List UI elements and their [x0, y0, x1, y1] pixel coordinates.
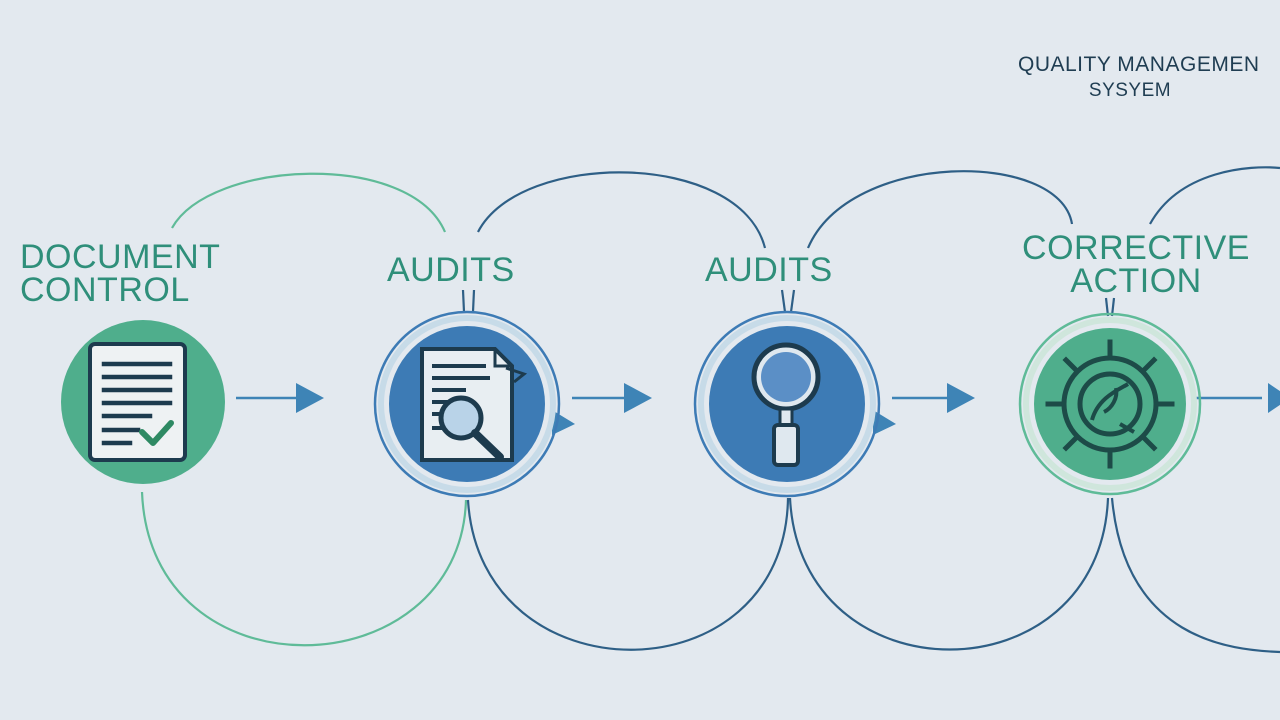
arrow-2: [572, 383, 652, 413]
arc-top-4: [1149, 166, 1280, 225]
arc-top-1: [171, 172, 447, 233]
diagram-title: QUALITY MANAGEMEN SYSYEM: [1016, 52, 1280, 104]
step-corrective-action: [1018, 312, 1202, 496]
arrow-1: [236, 383, 324, 413]
title-line-2: SYSYEM: [1088, 80, 1172, 101]
arc-top-3: [806, 170, 1074, 249]
tick-a1: [461, 289, 476, 313]
label-line: AUDITS: [387, 251, 515, 289]
step-audits-2: [693, 310, 881, 498]
arc-bottom-4: [1110, 497, 1280, 654]
step-outer-ring: [1018, 312, 1202, 496]
magnifier-icon: [751, 342, 821, 467]
step-outer-ring: [373, 310, 561, 498]
document-check-icon: [88, 342, 187, 462]
arc-top-2: [477, 171, 767, 249]
label-line: ACTION: [1070, 262, 1202, 300]
step-outer-ring: [693, 310, 881, 498]
label-line: AUDITS: [705, 251, 833, 289]
document-search-icon: [420, 347, 528, 462]
arc-bottom-1: [140, 491, 468, 647]
step-label-document-control: DOCUMENT CONTROL: [20, 238, 221, 309]
step-label-audits-1: AUDITS: [387, 251, 515, 289]
gear-icon: [1045, 339, 1175, 469]
step-audits-1: [373, 310, 561, 498]
connector-arcs: [140, 166, 1280, 654]
label-line: DOCUMENT: [20, 238, 221, 276]
tick-a2: [780, 289, 796, 313]
step-ring-light: [1023, 317, 1197, 491]
arrow-3: [892, 383, 975, 413]
arc-bottom-3: [788, 497, 1110, 651]
step-label-corrective-action: CORRECTIVE ACTION: [1016, 229, 1256, 300]
label-line: CORRECTIVE: [1022, 229, 1250, 267]
title-line-1: QUALITY MANAGEMEN: [1018, 53, 1260, 76]
step-document-control: [61, 320, 225, 484]
label-line: CONTROL: [20, 271, 190, 309]
step-ring-light: [378, 315, 556, 493]
step-label-audits-2: AUDITS: [705, 251, 833, 289]
arrow-4: [1192, 383, 1280, 413]
step-ring-light: [698, 315, 876, 493]
arc-bottom-2: [466, 497, 790, 651]
